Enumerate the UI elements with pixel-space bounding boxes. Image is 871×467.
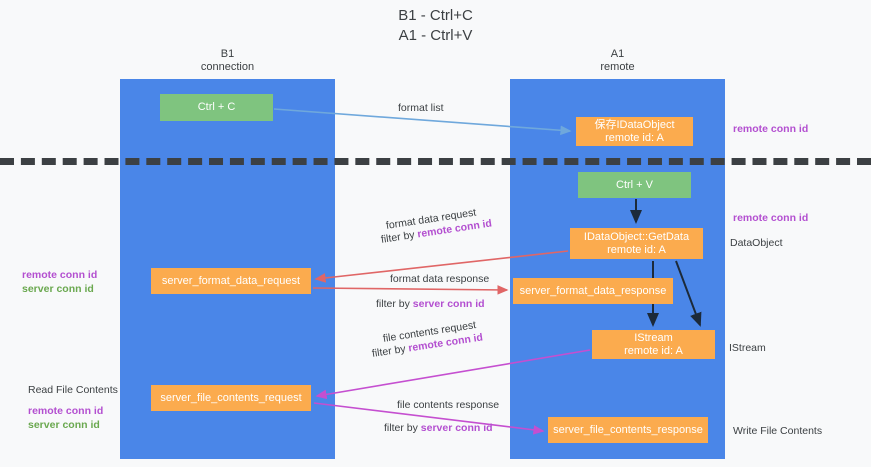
edge-label-file-contents-response: file contents response bbox=[397, 399, 500, 411]
annotation-write-file-contents: Write File Contents bbox=[733, 425, 823, 437]
annotation-istream: IStream bbox=[729, 342, 766, 354]
page-title: B1 - Ctrl+C A1 - Ctrl+V bbox=[398, 7, 473, 44]
annotation-left-bottom: Read File Contents remote conn id server… bbox=[28, 383, 146, 432]
node-server-format-data-response[interactable]: server_format_data_response bbox=[513, 278, 673, 304]
annotation-server-conn-id: server conn id bbox=[28, 419, 100, 431]
annotation-read-file-contents: Read File Contents bbox=[28, 384, 118, 396]
edge-label-format-data-response-filter: filter by server conn id bbox=[376, 297, 485, 311]
node-idataobject-getdata[interactable]: IDataObject::GetData remote id: A bbox=[570, 228, 703, 259]
edge-label-format-list: format list bbox=[398, 102, 444, 114]
node-istream[interactable]: IStream remote id: A bbox=[592, 330, 715, 359]
node-server-format-data-request[interactable]: server_format_data_request bbox=[151, 268, 311, 294]
column-header-a1: A1 remote bbox=[600, 48, 635, 73]
annotation-right-top-remote-conn-id: remote conn id bbox=[733, 123, 809, 135]
filter-prefix: filter by bbox=[371, 342, 410, 360]
edge-label-format-data-response: format data response bbox=[390, 273, 490, 285]
column-header-b1: B1 connection bbox=[200, 48, 255, 73]
node-idataobject[interactable]: 保存IDataObject remote id: A bbox=[576, 117, 693, 146]
node-server-file-contents-response[interactable]: server_file_contents_response bbox=[548, 417, 708, 443]
filter-key-server-conn-id: server conn id bbox=[420, 422, 493, 434]
node-ctrl-v[interactable]: Ctrl + V bbox=[578, 172, 691, 198]
filter-key-server-conn-id: server conn id bbox=[412, 298, 485, 310]
annotation-remote-conn-id: remote conn id bbox=[28, 405, 104, 417]
edge-label-file-contents-response-filter: filter by server conn id bbox=[384, 421, 493, 435]
node-ctrl-c[interactable]: Ctrl + C bbox=[160, 94, 273, 121]
annotation-right-mid-remote-conn-id: remote conn id bbox=[733, 212, 809, 224]
annotation-dataobject: DataObject bbox=[730, 237, 783, 249]
annotation-left-middle: remote conn id server conn id bbox=[22, 268, 132, 296]
annotation-remote-conn-id: remote conn id bbox=[22, 269, 98, 281]
annotation-server-conn-id: server conn id bbox=[22, 283, 94, 295]
filter-prefix: filter by bbox=[384, 422, 421, 434]
filter-prefix: filter by bbox=[376, 298, 413, 310]
node-server-file-contents-request[interactable]: server_file_contents_request bbox=[151, 385, 311, 411]
filter-prefix: filter by bbox=[380, 228, 419, 246]
phase-divider bbox=[0, 158, 871, 165]
